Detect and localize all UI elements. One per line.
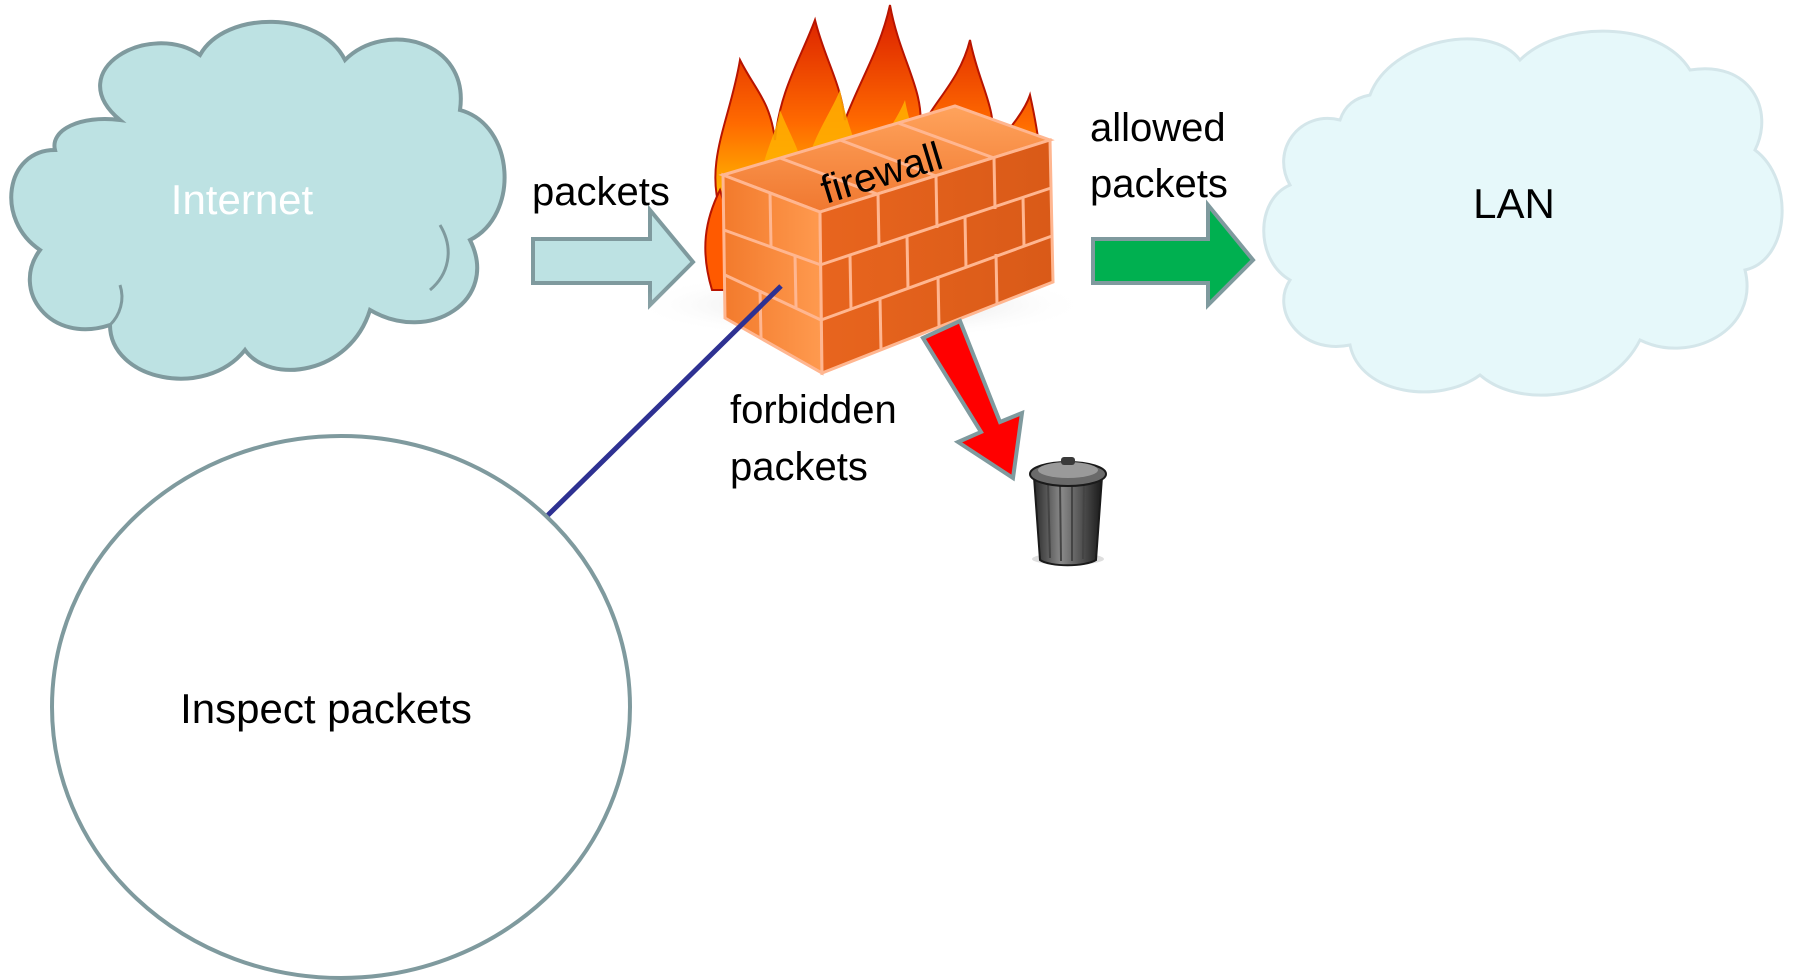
internet-cloud-shape xyxy=(9,19,507,381)
lan-cloud-shape xyxy=(1262,29,1784,397)
incoming-packets-label: packets xyxy=(532,170,670,214)
allowed-packets-label-line1: allowed xyxy=(1090,106,1226,150)
allowed-packets-arrow xyxy=(1091,199,1256,310)
forbidden-packets-label-line2: packets xyxy=(730,445,868,489)
incoming-packets-arrow xyxy=(531,204,696,310)
trash-can-icon xyxy=(1029,457,1107,567)
lan-label: LAN xyxy=(1473,180,1555,227)
forbidden-packets-label-line1: forbidden xyxy=(730,388,897,432)
forbidden-packets-arrow xyxy=(920,318,1025,482)
allowed-packets-label-line2: packets xyxy=(1090,162,1228,206)
lan-cloud: LAN xyxy=(1262,29,1784,397)
internet-cloud: Internet xyxy=(9,19,507,381)
inspect-connector-line xyxy=(544,284,783,519)
internet-label: Internet xyxy=(171,176,314,223)
inspect-packets-node: Inspect packets xyxy=(50,434,632,980)
inspect-packets-label: Inspect packets xyxy=(180,685,472,732)
brick-wall-with-flames-icon: firewall xyxy=(630,4,1090,376)
